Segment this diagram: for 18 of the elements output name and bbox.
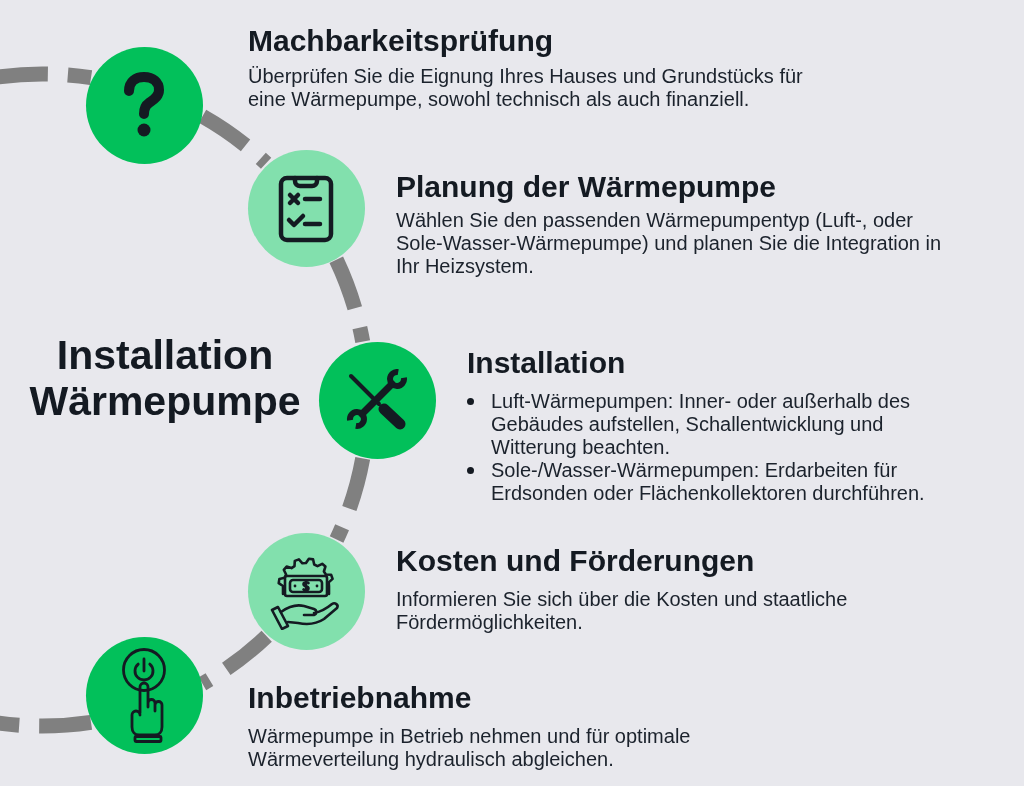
step-heading: Inbetriebnahme [248,681,472,715]
step-description: Informieren Sie sich über die Kosten und staatliche Fördermöglichkeiten. [396,588,849,634]
step-description: Wählen Sie den passenden Wärmepumpentyp (Luft-, oder Sole-Wasser-Wärmepumpe) und planen Sie die Integration in Ihr Heizsystem. [396,209,943,278]
dashed-connector [0,66,92,86]
bullet-item-text: Luft-Wärmepumpen: Inner- oder außerhalb des Gebäudes aufstellen, Schallentwicklung und Witterung beachten. [491,390,912,459]
step-description: Wärmepumpe in Betrieb nehmen und für optimale Wärmeverteilung hydraulisch abgleichen. [248,725,692,771]
step-heading: Machbarkeitsprüfung [248,24,554,58]
step-heading: Installation [467,346,626,380]
dashed-connector [198,630,272,691]
dashed-connector [0,714,92,734]
diagram-title: Installation Wärmepumpe [28,332,302,424]
dashed-connector [329,256,371,344]
step-heading: Planung der Wärmepumpe [396,170,777,204]
step-description: Überprüfen Sie die Eignung Ihres Hauses und Grundstücks für eine Wärmepumpe, sowohl technisch als auch finanziell. [248,65,804,111]
dashed-connector [198,109,272,169]
step-heading: Kosten und Förderungen [396,544,755,578]
dashed-connector [329,456,371,543]
bullet-item-text: Sole-/Wasser-Wärmepumpen: Erdarbeiten für Erdsonden oder Flächenkollektoren durchführen. [491,459,926,505]
